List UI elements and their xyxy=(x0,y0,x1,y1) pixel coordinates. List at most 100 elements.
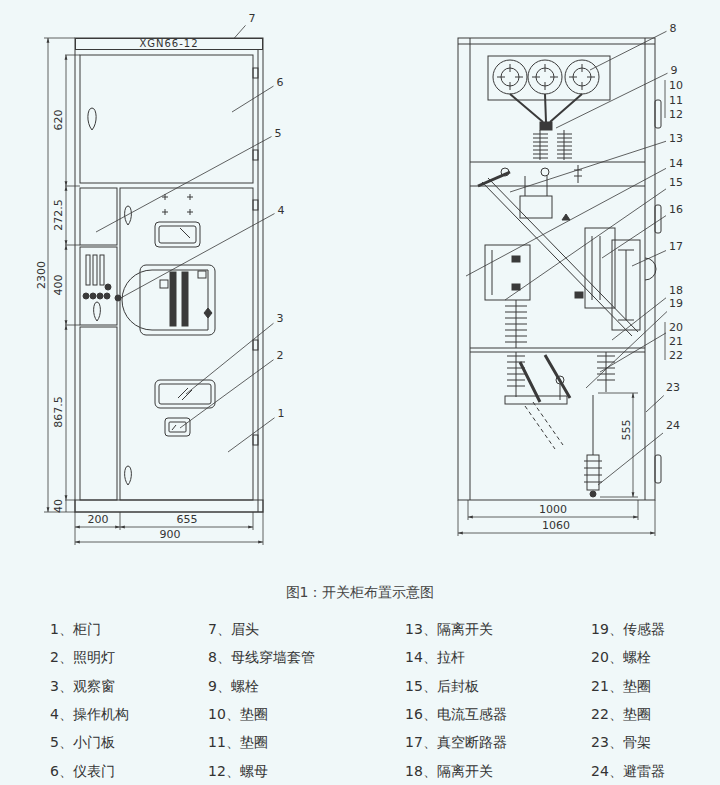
side-frame xyxy=(645,258,656,280)
door-handle xyxy=(88,108,132,485)
callout-number: 10 xyxy=(669,80,683,91)
indicator-panel xyxy=(93,255,97,285)
disconnect-switch xyxy=(562,214,570,220)
callout-number: 19 xyxy=(669,298,683,309)
leader-line xyxy=(510,141,666,192)
leader-line xyxy=(632,251,666,266)
insulator xyxy=(540,130,564,160)
sensor-arrester xyxy=(593,395,594,455)
dimension-value: 40 xyxy=(53,499,64,513)
indicator-panel xyxy=(97,293,103,299)
front-view xyxy=(80,327,117,500)
indicator-panel xyxy=(83,293,89,299)
dimension-value: 655 xyxy=(177,514,198,525)
callout-number: 15 xyxy=(669,177,683,188)
side-frame xyxy=(470,348,645,349)
callout-number: 17 xyxy=(669,241,683,252)
operating-mechanism xyxy=(198,271,206,278)
connecting-rod xyxy=(482,178,638,336)
parts-list-item: 23、骨架 xyxy=(591,735,651,749)
callout-number: 22 xyxy=(669,350,683,361)
callout-number: 2 xyxy=(277,350,284,361)
parts-list-item: 15、后封板 xyxy=(405,679,479,693)
parts-list-item: 22、垫圈 xyxy=(591,707,651,721)
callout-number: 7 xyxy=(249,13,256,24)
rear-components xyxy=(592,236,600,300)
callout-number: 9 xyxy=(671,65,678,76)
callout-number: 20 xyxy=(669,322,683,333)
dimension-lines xyxy=(598,393,638,497)
callout-number: 3 xyxy=(277,313,284,324)
lighting-lamp xyxy=(165,418,190,436)
operating-mechanism xyxy=(182,272,188,326)
sensor-arrester xyxy=(584,461,602,482)
callout-number: 11 xyxy=(669,95,683,106)
side-frame xyxy=(470,162,645,163)
parts-list-item: 4、操作机构 xyxy=(50,707,129,721)
rear-components xyxy=(512,284,520,290)
callout-number: 6 xyxy=(277,77,284,88)
dimension-lines xyxy=(458,500,655,536)
leader-line xyxy=(598,433,663,485)
side-frame xyxy=(458,44,655,45)
sensor-arrester xyxy=(556,376,564,384)
parts-list-item: 1、柜门 xyxy=(50,622,101,636)
dimension-value: 200 xyxy=(88,514,109,525)
observation-window xyxy=(155,380,215,408)
callout-number: 16 xyxy=(669,204,683,215)
indicator-panel xyxy=(105,284,111,290)
sensor-arrester xyxy=(560,384,561,400)
leader-line xyxy=(232,86,274,112)
dimension-lines xyxy=(66,55,67,186)
dimension-value: 1000 xyxy=(539,504,567,515)
parts-list-item: 13、隔离开关 xyxy=(405,622,493,636)
lighting-lamp xyxy=(165,418,190,436)
rear-components xyxy=(612,240,640,330)
parts-list-item: 14、拉杆 xyxy=(405,650,465,664)
insulator xyxy=(505,130,615,397)
parts-list-item: 24、避雷器 xyxy=(591,764,665,778)
dimension-value: 400 xyxy=(53,275,64,296)
dimension-value: 900 xyxy=(160,529,181,540)
parts-list-item: 7、眉头 xyxy=(208,622,259,636)
dimension-lines xyxy=(44,38,75,39)
leader-line xyxy=(117,214,275,300)
dimension-value: 867.5 xyxy=(53,396,64,428)
disconnect-switch xyxy=(525,402,563,449)
dimension-lines xyxy=(665,80,666,360)
parts-list-item: 9、螺栓 xyxy=(208,679,259,693)
busbar-bushing xyxy=(540,122,552,130)
door-hinge xyxy=(253,150,258,160)
dimension-value: 2300 xyxy=(36,261,47,289)
side-frame xyxy=(655,455,661,483)
dimension-lines xyxy=(65,55,80,500)
parts-list-item: 20、螺栓 xyxy=(591,650,651,664)
parts-list-item: 10、垫圈 xyxy=(208,707,268,721)
rear-components xyxy=(512,256,520,262)
parts-list-item: 21、垫圈 xyxy=(591,679,651,693)
disconnect-switch xyxy=(541,168,549,176)
door-fittings xyxy=(159,226,196,243)
door-hinge xyxy=(253,340,258,350)
dimension-lines xyxy=(44,38,665,545)
insulator xyxy=(507,352,525,397)
dimension-lines xyxy=(66,500,67,512)
parts-list-item: 5、小门板 xyxy=(50,735,115,749)
door-handle xyxy=(125,466,132,485)
disconnect-switch xyxy=(520,196,552,218)
disconnect-switch xyxy=(478,168,570,449)
rear-components xyxy=(618,250,634,320)
side-frame xyxy=(655,205,661,233)
indicator-panel xyxy=(86,255,90,285)
dimension-lines xyxy=(75,512,263,545)
dimension-value: 555 xyxy=(621,420,632,441)
operating-mechanism xyxy=(140,265,215,335)
header-band: XGN66-12 xyxy=(75,38,263,50)
figure-caption: 图1：开关柜布置示意图 xyxy=(286,585,435,599)
observation-window xyxy=(178,388,192,400)
leader-line xyxy=(466,168,666,276)
door-hinge xyxy=(253,435,258,445)
